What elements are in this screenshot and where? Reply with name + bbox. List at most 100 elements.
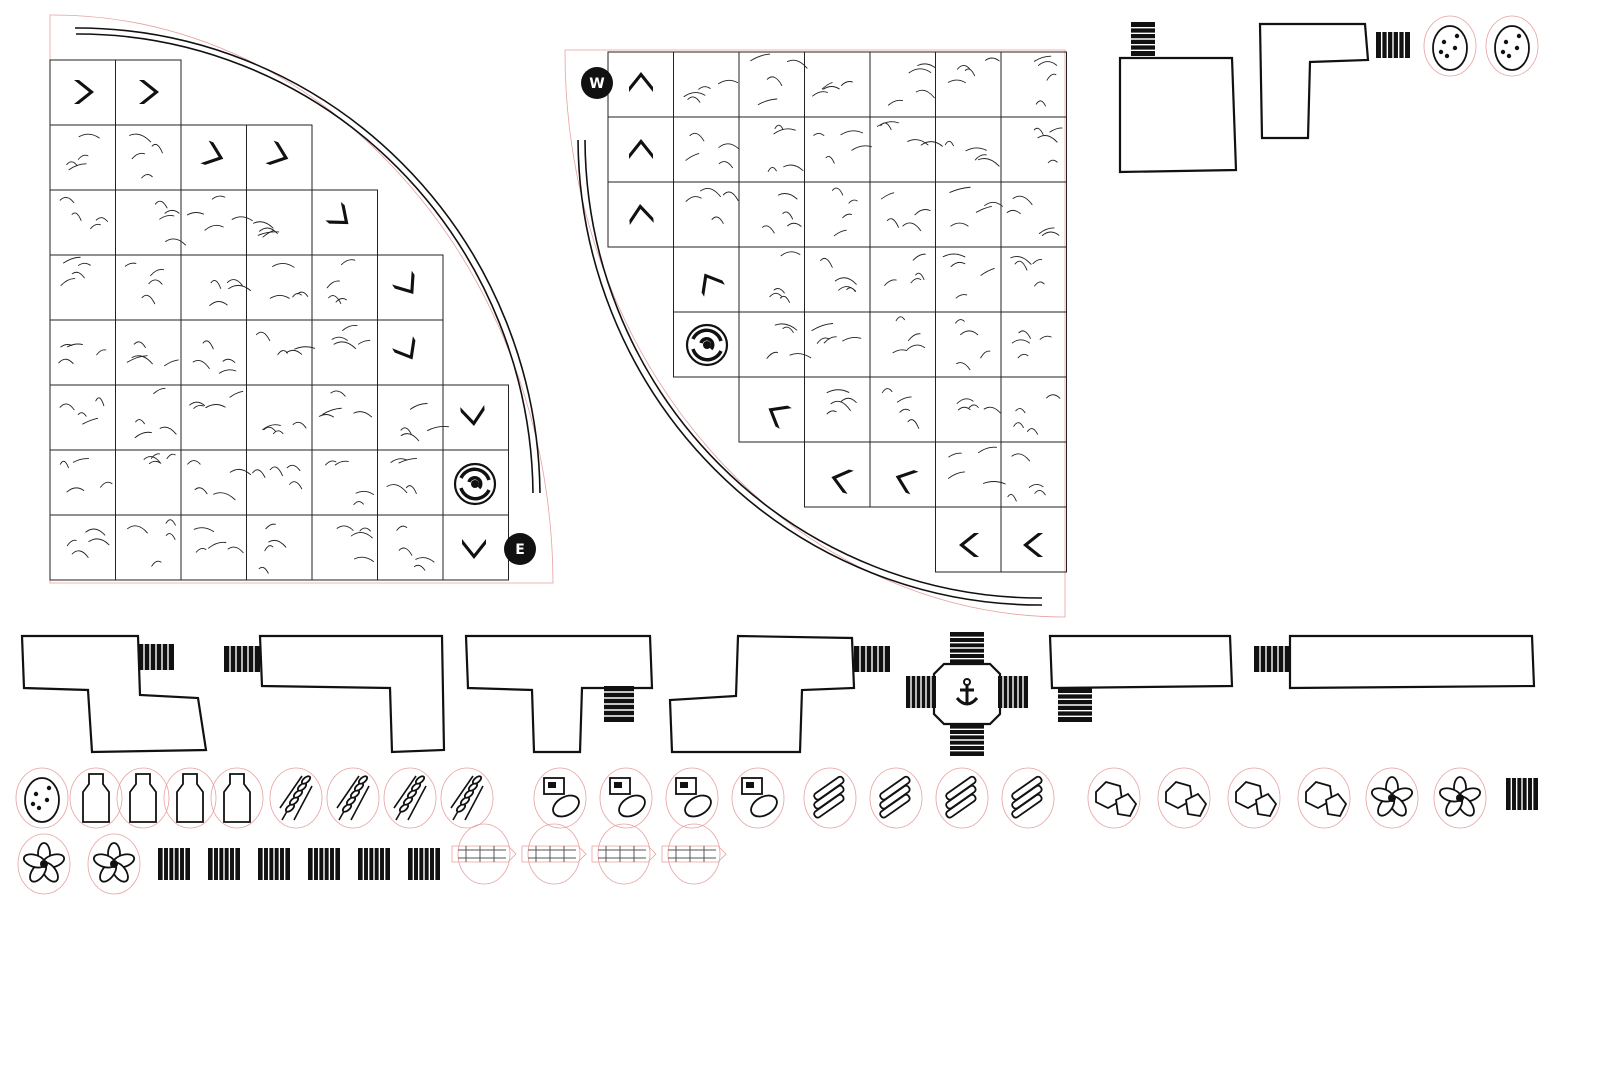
board-cell[interactable] [804, 181, 871, 248]
board-cell[interactable] [49, 254, 116, 321]
wave-mark [60, 278, 76, 286]
board-cell[interactable] [673, 116, 740, 183]
board-cell[interactable] [311, 384, 378, 451]
board-cell[interactable] [804, 246, 871, 313]
board-cell[interactable] [607, 51, 674, 118]
board-cell[interactable] [377, 514, 444, 581]
board-cell[interactable] [180, 319, 247, 386]
board-cell[interactable] [115, 514, 182, 581]
board-cell[interactable] [246, 189, 313, 256]
board-cell[interactable] [935, 311, 1002, 378]
board-cell[interactable] [869, 311, 936, 378]
board-cell[interactable] [246, 384, 313, 451]
board-cell[interactable] [115, 449, 182, 516]
board-cell[interactable] [246, 319, 316, 386]
wave-mark [902, 222, 922, 232]
board-cell[interactable] [804, 376, 871, 443]
wave-mark [774, 323, 798, 331]
board-cell[interactable] [1000, 376, 1067, 443]
board-cell[interactable] [1000, 51, 1067, 118]
board-cell[interactable] [49, 514, 116, 581]
board-cell[interactable] [311, 319, 378, 386]
board-cell[interactable] [442, 384, 509, 451]
board-cell[interactable] [246, 514, 313, 581]
board-cell[interactable] [115, 59, 182, 126]
board-cell[interactable] [804, 116, 873, 183]
board-cell[interactable] [869, 181, 936, 248]
board-cell[interactable] [377, 319, 444, 386]
board-cell[interactable] [49, 384, 116, 451]
board-cell[interactable] [935, 376, 1002, 443]
board-east[interactable]: E [49, 14, 554, 584]
board-cell[interactable] [804, 311, 871, 378]
board-cell[interactable] [49, 319, 116, 386]
board-cell[interactable] [246, 124, 313, 191]
board-cell[interactable] [935, 246, 1002, 313]
board-cell[interactable] [377, 384, 449, 451]
board-cell[interactable] [115, 319, 182, 386]
wave-mark [413, 564, 426, 571]
wave-mark [773, 288, 785, 294]
board-cell[interactable] [246, 449, 313, 516]
wave-mark [899, 408, 911, 413]
board-cell[interactable] [180, 449, 252, 516]
board-cell[interactable] [180, 124, 247, 191]
board-cell[interactable] [869, 116, 943, 183]
wave-mark [1033, 55, 1052, 62]
wave-mark [1037, 135, 1058, 143]
board-cell[interactable] [115, 254, 182, 321]
board-cell[interactable] [935, 51, 1002, 118]
board-cell[interactable] [377, 449, 444, 516]
vanilla-flower-icon [17, 833, 71, 895]
board-cell[interactable] [311, 514, 378, 581]
board-cell[interactable] [311, 254, 378, 321]
board-cell[interactable] [935, 181, 1003, 248]
board-cell[interactable] [180, 384, 247, 451]
board-cell[interactable] [442, 514, 509, 581]
board-cell[interactable] [377, 254, 444, 321]
board-cell[interactable] [804, 51, 871, 118]
board-cell[interactable] [49, 189, 116, 256]
board-cell[interactable] [180, 254, 251, 321]
board-cell[interactable] [738, 246, 805, 313]
board-cell[interactable] [1000, 246, 1067, 313]
board-west[interactable]: W [564, 49, 1067, 618]
board-cell[interactable] [738, 51, 808, 118]
egg-icon [1423, 15, 1477, 77]
dock-icon [1254, 646, 1290, 672]
board-cell[interactable] [49, 59, 116, 126]
wave-mark [761, 225, 775, 234]
board-cell[interactable] [180, 514, 247, 581]
board-cell[interactable] [673, 181, 740, 248]
board-cell[interactable] [738, 116, 805, 183]
board-cell[interactable] [935, 441, 1006, 508]
board-cell[interactable] [935, 116, 1002, 183]
board-cell[interactable] [738, 181, 805, 248]
board-cell[interactable] [1000, 116, 1067, 183]
board-cell[interactable] [246, 254, 313, 321]
board-cell[interactable] [607, 116, 674, 183]
board-cell[interactable] [869, 246, 936, 313]
board-cell[interactable] [115, 124, 182, 191]
board-cell[interactable] [180, 189, 253, 256]
board-cell[interactable] [49, 449, 116, 516]
milk-bottle-icon [210, 767, 264, 829]
board-cell[interactable] [738, 311, 812, 378]
board-cell[interactable] [1000, 311, 1067, 378]
board-cell[interactable] [869, 376, 936, 443]
board-cell[interactable] [607, 181, 674, 248]
cocoa-chocolate-icon [731, 767, 785, 829]
board-cell[interactable] [1000, 181, 1067, 248]
board-cell[interactable] [1000, 441, 1067, 508]
board-cell[interactable] [804, 441, 871, 508]
cinnamon-sticks-icon [1001, 767, 1055, 829]
board-cell[interactable] [49, 124, 116, 191]
raft-icon [521, 823, 587, 885]
board-cell[interactable] [115, 189, 187, 256]
board-cell[interactable] [1000, 506, 1067, 573]
board-cell[interactable] [869, 51, 937, 118]
board-cell[interactable] [673, 51, 740, 118]
wave-mark [840, 81, 854, 86]
board-cell[interactable] [311, 449, 378, 516]
board-cell[interactable] [115, 384, 182, 451]
